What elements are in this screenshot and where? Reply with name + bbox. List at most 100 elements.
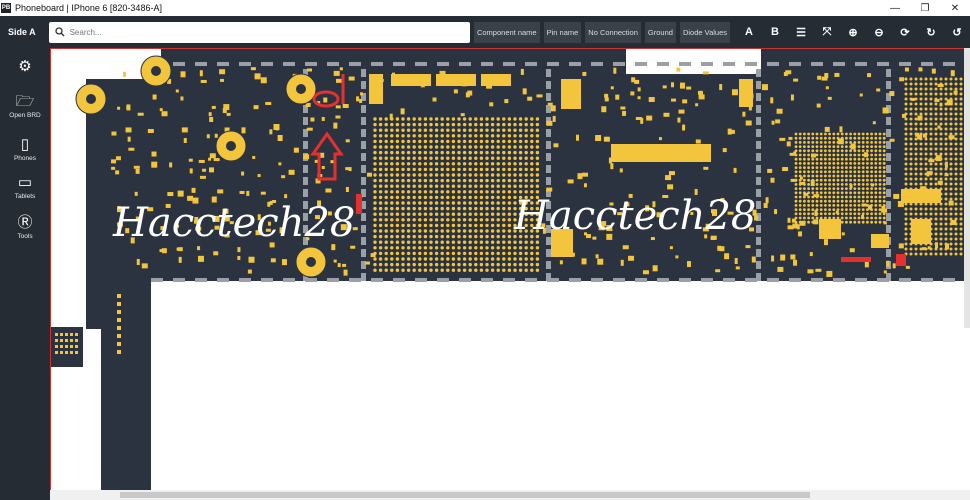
bga-ball [418, 257, 422, 261]
bga-ball [819, 191, 823, 195]
bga-ball [949, 202, 953, 206]
rotate-right-icon[interactable]: ↻ [926, 26, 936, 39]
connector-pin [789, 62, 801, 66]
bga-ball [502, 178, 506, 183]
layers-icon[interactable]: ☰ [796, 26, 806, 39]
filter-component-name-button[interactable]: Component name [473, 21, 540, 43]
bga-ball [807, 141, 810, 144]
board-canvas[interactable]: Hacctech28 Hacctech28 [50, 48, 970, 490]
side-label[interactable]: Side A [8, 27, 36, 37]
smd-pad [199, 175, 206, 179]
bga-ball [949, 107, 953, 111]
zoom-in-icon[interactable]: ⊕ [848, 26, 858, 39]
smd-pad [360, 92, 364, 96]
restore-icon[interactable]: ❐ [920, 2, 930, 14]
smd-pad [927, 246, 931, 250]
connector-pin [305, 62, 317, 66]
bga-ball [959, 187, 963, 191]
bga-ball [929, 162, 933, 166]
sidebar-item-phones[interactable]: ▯Phones [0, 136, 50, 162]
bga-ball [924, 122, 928, 126]
search-input[interactable] [69, 27, 470, 37]
bga-ball [878, 166, 882, 169]
bga-ball [490, 173, 495, 177]
bga-ball [502, 201, 506, 205]
bga-ball [798, 178, 802, 182]
vertical-scrollbar[interactable] [964, 48, 970, 328]
bga-ball [840, 136, 844, 140]
bga-ball [929, 132, 933, 136]
bga-ball [819, 174, 823, 178]
smd-pad [886, 260, 890, 267]
bga-ball [815, 141, 819, 144]
bga-ball [836, 132, 840, 136]
board-svg[interactable]: Hacctech28 Hacctech28 [51, 49, 970, 490]
bga-ball [468, 246, 472, 250]
bga-ball [490, 150, 495, 155]
bga-ball [954, 127, 958, 131]
bga-ball [440, 128, 444, 132]
zoom-out-icon[interactable]: ⊖ [874, 26, 884, 39]
bga-ball [468, 262, 472, 267]
filter-ground-button[interactable]: Ground [644, 21, 676, 43]
smd-pad [239, 190, 245, 194]
horizontal-scrollbar[interactable] [50, 490, 970, 500]
mount-hole-center [86, 94, 96, 104]
bga-ball [870, 166, 873, 169]
bga-ball [803, 162, 806, 165]
bga-ball [944, 237, 948, 241]
smd-pad [662, 85, 667, 89]
smd-pad [813, 194, 820, 198]
connector-pin [886, 129, 891, 137]
connector-pin [756, 153, 761, 161]
fullscreen-icon[interactable]: ⤧ [822, 25, 832, 38]
bga-ball [429, 128, 433, 132]
bga-ball [832, 191, 836, 195]
bga-ball [845, 208, 848, 212]
bga-ball [507, 262, 512, 267]
smd-pad [267, 201, 271, 207]
smd-pad [774, 209, 778, 215]
bga-ball [939, 197, 943, 201]
bga-ball [518, 162, 523, 166]
filter-pin-name-button[interactable]: Pin name [543, 21, 582, 43]
font-a-icon[interactable]: A [745, 26, 753, 38]
bga-ball [524, 212, 528, 216]
filter-diode-values-button[interactable]: Diode Values [679, 21, 730, 43]
bga-ball [861, 183, 865, 186]
tab-pad [60, 345, 63, 348]
bga-ball [929, 152, 933, 156]
bga-ball [423, 229, 428, 233]
font-b-icon[interactable]: B [771, 26, 779, 38]
scrollbar-thumb[interactable] [120, 492, 810, 498]
bga-ball [418, 268, 422, 272]
connector-pin [393, 278, 405, 282]
bga-ball [840, 149, 844, 153]
sidebar-item-tablets[interactable]: ▭Tablets [0, 174, 50, 200]
smd-pad [824, 126, 830, 132]
smd-pad [658, 137, 662, 141]
bga-ball [939, 152, 943, 156]
smd-pad [841, 232, 845, 236]
bga-ball [857, 149, 861, 153]
sidebar-item-settings[interactable]: ⚙ [0, 58, 50, 76]
rotate-left-icon[interactable]: ↺ [952, 26, 962, 39]
bga-ball [914, 127, 918, 131]
bga-ball [479, 128, 484, 132]
refresh-icon[interactable]: ⟳ [900, 26, 910, 39]
search-box[interactable] [48, 21, 470, 43]
minimize-icon[interactable]: — [890, 2, 900, 14]
bga-ball [412, 145, 416, 149]
filter-no-connection-button[interactable]: No Connection [585, 21, 641, 43]
sidebar-item-open-brd[interactable]: 🗁Open BRD [0, 93, 50, 119]
bga-ball [954, 107, 958, 111]
bga-ball [513, 190, 517, 194]
bga-ball [866, 145, 869, 148]
smd-pad [770, 97, 774, 104]
bga-ball [474, 257, 478, 261]
close-icon[interactable]: ✕ [950, 2, 960, 14]
bga-ball [496, 268, 500, 272]
bga-ball [457, 240, 461, 244]
smd-pad [141, 263, 148, 269]
